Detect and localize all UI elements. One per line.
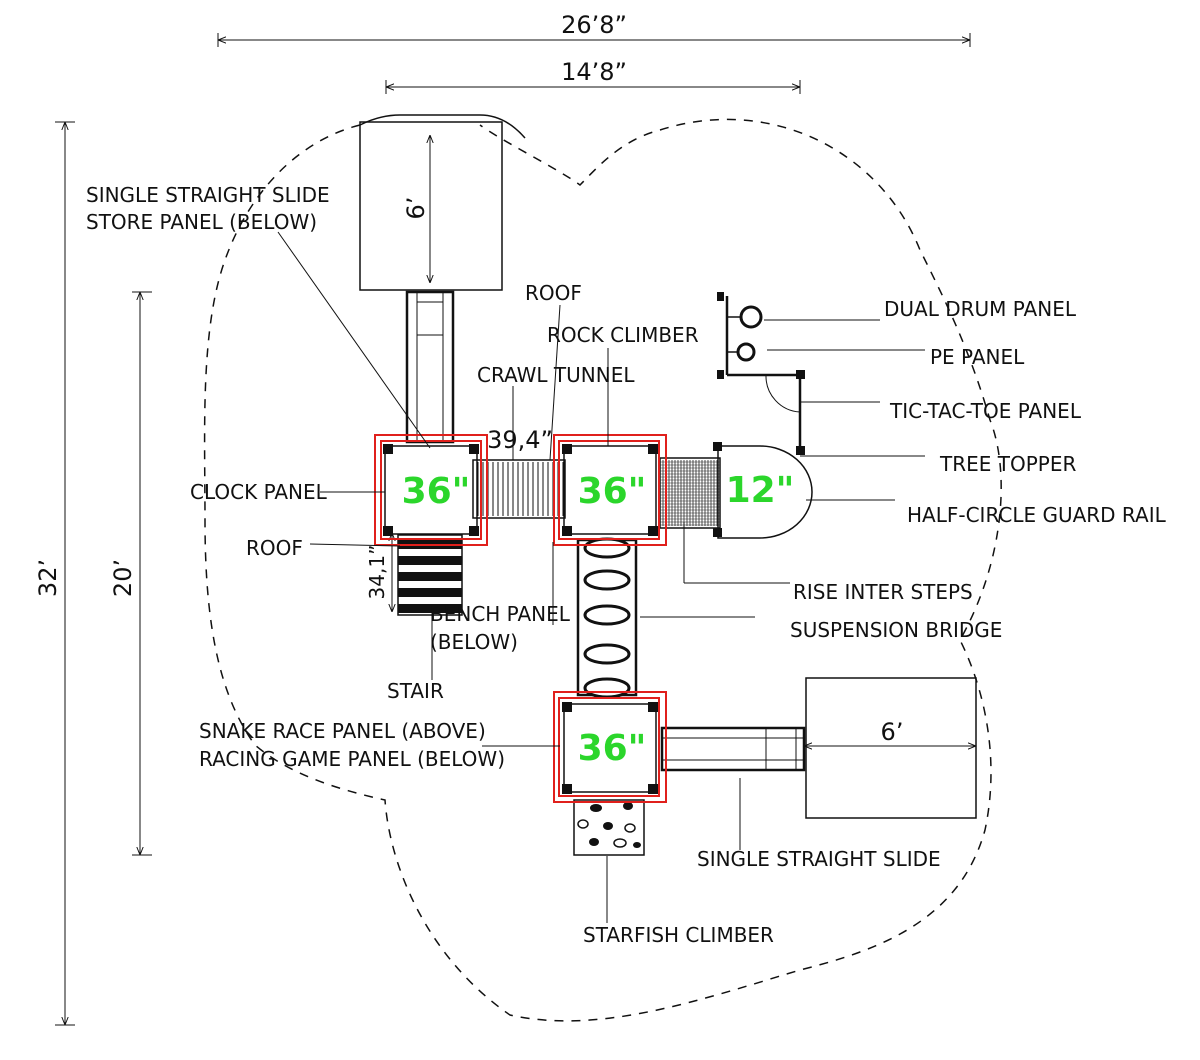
dimension-overall-width: 26’8” (217, 11, 971, 47)
label-crawl-tunnel: CRAWL TUNNEL (477, 363, 635, 387)
suspension-bridge (576, 537, 638, 699)
label-tic-tac-toe-panel: TIC-TAC-TOE PANEL (889, 399, 1082, 423)
deck-left-label: 36" (402, 471, 471, 512)
right-slide: 6’ (660, 677, 977, 819)
top-slide: 6’ (359, 114, 526, 444)
deck-span-label: 14’8” (561, 58, 627, 86)
label-single-straight-slide-store-2: STORE PANEL (BELOW) (86, 210, 317, 234)
label-snake-race-2: RACING GAME PANEL (BELOW) (199, 747, 505, 771)
label-rise-inter-steps: RISE INTER STEPS (793, 580, 973, 604)
drum-icon (739, 305, 763, 329)
overall-width-label: 26’8” (561, 11, 627, 39)
label-starfish-climber: STARFISH CLIMBER (583, 923, 774, 947)
deck-center: 36" (553, 434, 667, 546)
deck-bottom: 36" (553, 691, 667, 803)
drum-icon (736, 342, 756, 362)
label-single-straight-slide-store-1: SINGLE STRAIGHT SLIDE (86, 183, 330, 207)
crawl-tunnel-length-label: 39,4” (487, 426, 553, 454)
deck-bottom-label: 36" (578, 728, 647, 769)
top-slide-length-label: 6’ (402, 197, 430, 220)
overall-length-label: 32’ (34, 559, 62, 597)
rise-inter-steps (659, 457, 721, 529)
structure-length-label: 20’ (109, 559, 137, 597)
deck-left: 36" (374, 434, 488, 546)
starfish-climber (573, 799, 645, 856)
label-half-circle-guard-rail: HALF-CIRCLE GUARD RAIL (907, 503, 1167, 527)
deck-12-label: 12" (726, 470, 795, 511)
label-clock-panel: CLOCK PANEL (190, 480, 328, 504)
deck-12: 12" (713, 442, 813, 539)
crawl-tunnel (472, 459, 566, 519)
label-single-straight-slide: SINGLE STRAIGHT SLIDE (697, 847, 941, 871)
label-roof-left: ROOF (246, 536, 303, 560)
label-bench-panel-2: (BELOW) (430, 630, 518, 654)
dimension-structure-length: 20’ (109, 291, 152, 856)
label-stair: STAIR (387, 679, 444, 703)
dimension-deck-span: 14’8” (385, 58, 801, 94)
right-slide-length-label: 6’ (881, 718, 904, 746)
label-bench-panel-1: BENCH PANEL (430, 602, 571, 626)
drum-panel-assembly (717, 292, 805, 452)
stair-length-label: 34,1” (365, 545, 389, 600)
label-roof-top: ROOF (525, 281, 582, 305)
label-suspension-bridge: SUSPENSION BRIDGE (790, 618, 1002, 642)
dimension-overall-length: 32’ (34, 121, 75, 1026)
label-dual-drum-panel: DUAL DRUM PANEL (884, 297, 1077, 321)
safety-zone-outline (203, 118, 1002, 1022)
label-pe-panel: PE PANEL (930, 345, 1025, 369)
label-tree-topper: TREE TOPPER (939, 452, 1076, 476)
label-rock-climber: ROCK CLIMBER (547, 323, 699, 347)
label-snake-race-1: SNAKE RACE PANEL (ABOVE) (199, 719, 486, 743)
deck-center-label: 36" (578, 471, 647, 512)
leader-lines (277, 231, 925, 923)
